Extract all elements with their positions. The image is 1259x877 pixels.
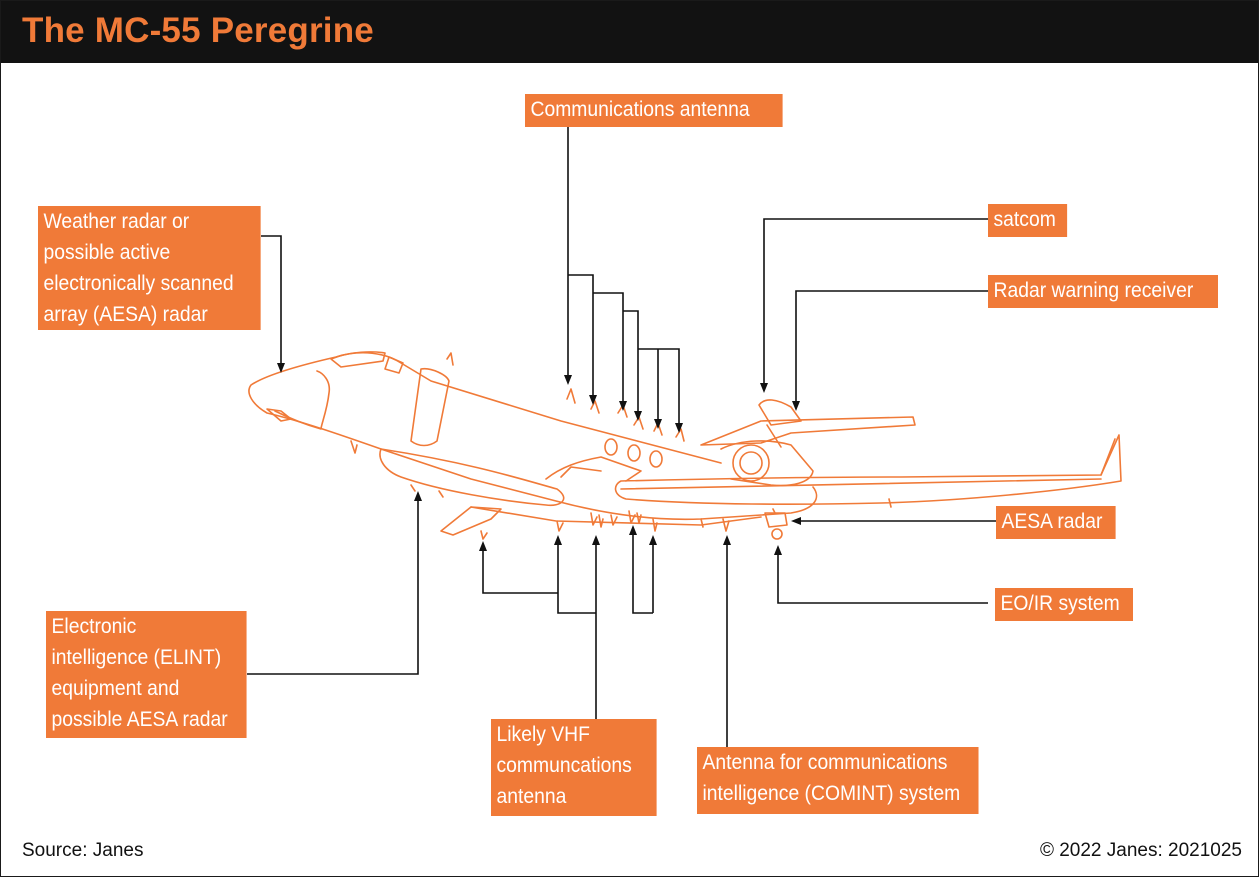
label-line: intelligence (ELINT) <box>51 646 222 669</box>
label-line: possible AESA radar <box>51 708 228 731</box>
label-line: Likely VHF <box>496 723 590 746</box>
leader-weather-radar <box>261 235 282 365</box>
leader-vhf <box>482 543 597 719</box>
label-line: communcations <box>496 754 632 777</box>
label-eo-ir-system: EO/IR system <box>995 588 1133 621</box>
label-radar-warning-receiver: Radar warning receiver <box>988 275 1218 308</box>
label-line: Communications antenna <box>530 98 750 121</box>
label-line: array (AESA) radar <box>43 303 208 326</box>
label-comint-antenna: Antenna for communications intelligence … <box>697 747 979 814</box>
label-line: intelligence (COMINT) system <box>702 782 961 805</box>
leader-arrowheads <box>277 363 801 555</box>
label-line: AESA radar <box>1001 510 1103 533</box>
leader-radar-warning-receiver <box>795 290 988 403</box>
label-line: electronically scanned <box>43 272 234 295</box>
label-line: Weather radar or <box>43 210 190 233</box>
leader-comint <box>632 533 728 747</box>
label-elint: Electronic intelligence (ELINT) equipmen… <box>46 611 247 738</box>
copyright-notice: © 2022 Janes: 2021025 <box>1039 840 1242 861</box>
leader-communications-antenna <box>567 127 680 425</box>
label-satcom: satcom <box>988 204 1068 237</box>
aircraft-outline <box>248 351 1122 540</box>
label-line: possible active <box>43 241 171 264</box>
label-line: satcom <box>993 208 1056 231</box>
label-line: Antenna for communications <box>702 751 948 774</box>
label-line: equipment and <box>51 677 180 700</box>
title-bar: The MC-55 Peregrine <box>1 1 1258 63</box>
page-title: The MC-55 Peregrine <box>22 11 374 50</box>
leader-lines <box>247 127 996 747</box>
label-aesa-radar: AESA radar <box>996 506 1116 539</box>
leader-eo-ir <box>777 553 988 604</box>
source-credit: Source: Janes <box>22 840 144 861</box>
label-line: Electronic <box>51 615 137 638</box>
label-line: EO/IR system <box>1000 592 1120 615</box>
label-weather-radar: Weather radar or possible active electro… <box>38 206 261 330</box>
label-line: antenna <box>496 785 567 808</box>
leader-elint <box>247 499 419 675</box>
label-vhf-antenna: Likely VHF communcations antenna <box>491 719 657 816</box>
label-communications-antenna: Communications antenna <box>525 94 783 127</box>
label-line: Radar warning receiver <box>993 279 1194 302</box>
leader-satcom <box>763 218 988 385</box>
